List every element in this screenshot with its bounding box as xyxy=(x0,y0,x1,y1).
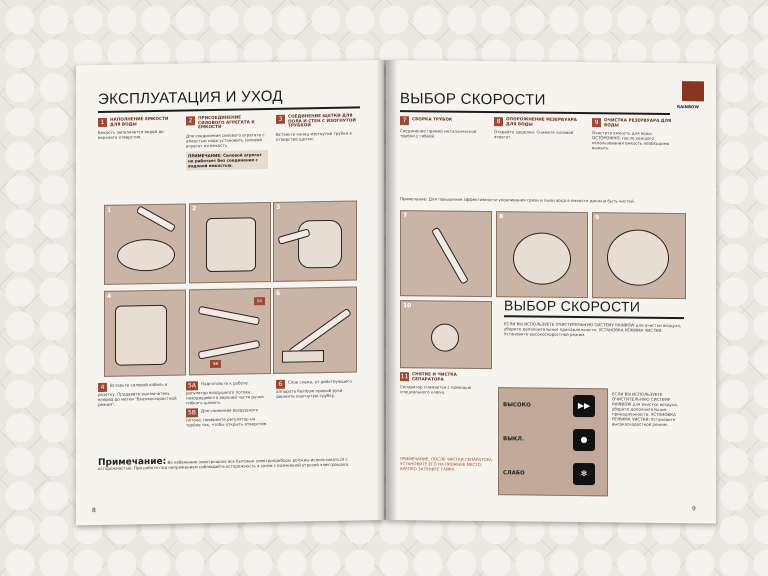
step-1: 1НАПОЛНЕНИЕ ЕМКОСТИ ДЛЯ ВОДЫ Емкость зап… xyxy=(98,115,178,141)
left-page: ЭКСПЛУАТАЦИЯ И УХОД 1НАПОЛНЕНИЕ ЕМКОСТИ … xyxy=(76,60,384,526)
hose-lower xyxy=(197,339,261,360)
speed-label-low: СЛАБО xyxy=(503,470,525,477)
step-title: СНЯТИЕ И ЧИСТКА СЕПАРАТОРА xyxy=(412,371,457,382)
step-text: Откройте защелки. Снимите силовой агрега… xyxy=(494,129,574,140)
step-text: Соединение прямой металлической трубки с… xyxy=(400,128,477,139)
illustration-number: 7 xyxy=(403,212,408,220)
step-title: СОЕДИНЕНИЕ ЩЕТКИ ДЛЯ ПОЛА И СТЕН С ИЗОГН… xyxy=(288,112,356,128)
fast-forward-icon: ▶▶ xyxy=(573,394,595,418)
right-page-heading: ВЫБОР СКОРОСТИ xyxy=(400,90,546,109)
speed-subheading: ВЫБОР СКОРОСТИ xyxy=(504,297,641,315)
illustration-number: 2 xyxy=(192,205,197,213)
hose-upper xyxy=(197,305,261,326)
illustration-10: 10 xyxy=(400,300,492,370)
step-number: 7 xyxy=(400,116,409,126)
step-title: ПРИСОЕДИНЕНИЕ СИЛОВОГО АГРЕГАТА К ЕМКОСТ… xyxy=(198,114,255,130)
illustration-4: 4 xyxy=(104,289,186,377)
step-title: ОПОРОЖНЕНИЕ РЕЗЕРВУАРА ДЛЯ ВОДЫ xyxy=(506,116,577,127)
illustration-number: 6 xyxy=(276,289,281,297)
metal-tube xyxy=(431,226,469,285)
speed-description-text: ЕСЛИ ВЫ ИСПОЛЬЗУЕТЕ ОЧИСТИТЕЛЬНУЮ СИСТЕМ… xyxy=(612,391,678,427)
illustration-6: 6 xyxy=(273,286,357,374)
illustration-1: 1 xyxy=(104,203,186,285)
illustration-8: 8 xyxy=(496,211,588,299)
speed-label-high: ВЫСОКО xyxy=(503,402,531,409)
page-number: 9 xyxy=(692,505,696,513)
illustration-number: 1 xyxy=(107,206,112,214)
step-text: Для соединения силового агрегата с емкос… xyxy=(186,131,265,149)
caption-number: 5A xyxy=(186,381,198,391)
tank-top-view xyxy=(607,229,669,286)
left-page-heading: ЭКСПЛУАТАЦИЯ И УХОД xyxy=(98,87,283,108)
circle-icon: ● xyxy=(573,428,595,452)
illustration-number: 3 xyxy=(276,203,281,211)
heading-rule xyxy=(98,106,360,113)
middle-note: Примечание: Для повышения эффективности … xyxy=(400,196,635,204)
water-tank xyxy=(513,232,571,285)
illustration-number: 4 xyxy=(107,292,112,300)
vacuum-unit xyxy=(206,217,256,273)
step-text: Очистите емкость для воды. ОСТОРОЖНО: по… xyxy=(592,130,670,151)
open-manual: ЭКСПЛУАТАЦИЯ И УХОД 1НАПОЛНЕНИЕ ЕМКОСТИ … xyxy=(76,60,716,526)
step-3: 3СОЕДИНЕНИЕ ЩЕТКИ ДЛЯ ПОЛА И СТЕН С ИЗОГ… xyxy=(276,112,360,142)
step-number: 9 xyxy=(592,118,601,128)
label-5b: 5B xyxy=(210,359,221,369)
speed-intro-text: ЕСЛИ ВЫ ИСПОЛЬЗУЕТЕ ОЧИСТИТЕЛЬНУЮ СИСТЕМ… xyxy=(504,321,682,338)
illustration-3: 3 xyxy=(273,200,357,282)
caption-text: Слое схема, от действующего аппарата Rai… xyxy=(276,378,352,399)
step-number: 2 xyxy=(186,116,195,126)
illustration-9: 9 xyxy=(592,212,686,300)
vacuum-unit xyxy=(298,219,342,269)
caption-number: 4 xyxy=(98,382,107,392)
illustration-5: 5A 5B xyxy=(189,287,271,376)
caption-number: 5B xyxy=(186,408,198,418)
speed-switch-diagram: ВЫСОКО ВЫКЛ. СЛАБО ▶▶ ● ✻ xyxy=(498,387,608,497)
separator-part xyxy=(431,323,459,352)
step-title: НАПОЛНЕНИЕ ЕМКОСТИ ДЛЯ ВОДЫ xyxy=(110,115,169,127)
subheading-rule xyxy=(504,315,684,320)
separator-warning: ПРИМЕЧАНИЕ: ПОСЛЕ ЧИСТКИ СЕПАРАТОРА УСТА… xyxy=(400,456,492,472)
step-title: ОЧИСТКА РЕЗЕРВУАРА ДЛЯ ВОДЫ xyxy=(604,117,672,128)
step-text: Сепаратор снимается с помощью специально… xyxy=(400,384,471,395)
caption-text: Вставьте силовой кабель в розетку. Прода… xyxy=(98,381,177,407)
floor-brush xyxy=(282,350,324,363)
vacuum-unit xyxy=(115,304,167,366)
step-title: СБОРКА ТРУБОК xyxy=(412,116,453,122)
hand-arm xyxy=(135,205,177,233)
step-number: 3 xyxy=(276,114,285,124)
step-number: 1 xyxy=(98,117,107,127)
caption-text: Для снижения воздушного потока, повернит… xyxy=(186,407,268,428)
book-gutter xyxy=(376,60,398,520)
footnote: Примечание: Во избежание электрошока все… xyxy=(98,456,360,471)
label-5a: 5A xyxy=(254,297,265,306)
step-number: 8 xyxy=(494,117,503,127)
rainbow-logo-icon xyxy=(682,81,704,102)
step-text: Емкость заполняется водой до верхнего от… xyxy=(98,129,164,141)
illustration-2: 2 xyxy=(189,201,271,284)
page-number: 8 xyxy=(92,507,96,515)
illustration-7: 7 xyxy=(400,210,492,298)
brand-label: RAINBOW xyxy=(677,104,699,110)
heading-rule xyxy=(400,110,670,115)
speed-description: ЕСЛИ ВЫ ИСПОЛЬЗУЕТЕ ОЧИСТИТЕЛЬНУЮ СИСТЕМ… xyxy=(612,388,688,427)
illustration-number: 9 xyxy=(595,214,600,222)
illustration-number: 8 xyxy=(499,213,504,221)
water-basin xyxy=(117,238,175,272)
fan-icon: ✻ xyxy=(573,462,595,486)
step-note: ПРИМЕЧАНИЕ: Силовой агрегат не работает … xyxy=(186,149,268,171)
caption-number: 6 xyxy=(276,379,285,389)
step-text: Вставьте конец изогнутой трубки в отверс… xyxy=(276,130,352,142)
step-number: 11 xyxy=(400,372,409,382)
speed-label-off: ВЫКЛ. xyxy=(503,436,525,443)
illustration-number: 10 xyxy=(403,302,412,310)
